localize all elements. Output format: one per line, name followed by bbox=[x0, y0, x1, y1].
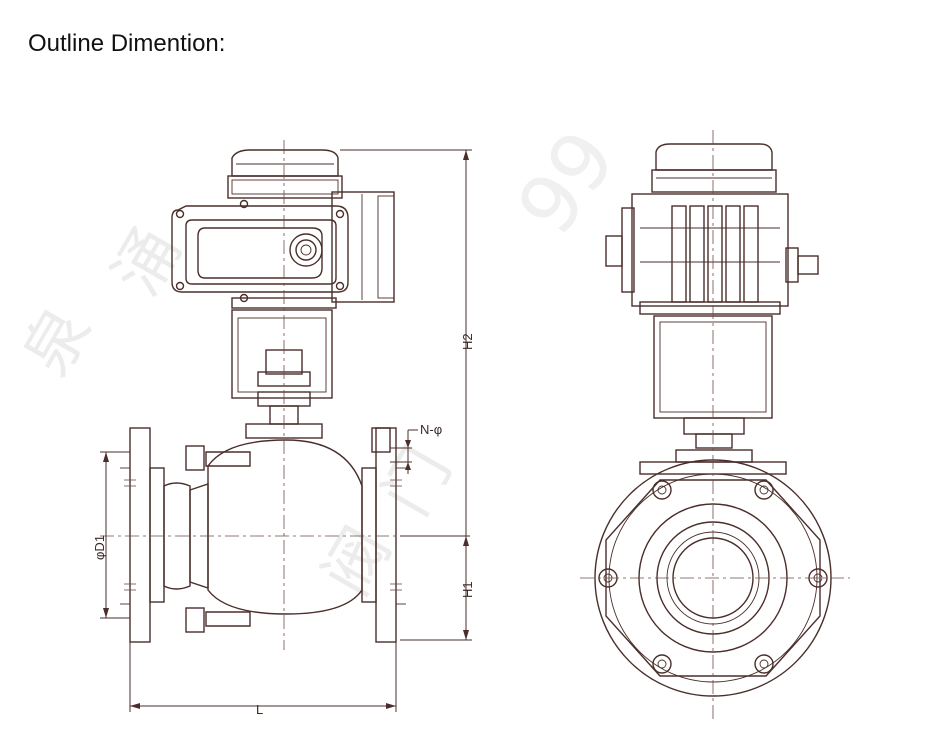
label-h1: H1 bbox=[460, 581, 475, 598]
front-view: H2 H1 L φD1 bbox=[92, 140, 475, 717]
side-actuator-body bbox=[605, 193, 819, 315]
label-bolt-holes: N-φ bbox=[420, 422, 442, 437]
label-l: L bbox=[256, 702, 263, 717]
bracket bbox=[231, 309, 333, 439]
bolt-holes bbox=[598, 480, 828, 674]
dimension-d1: φD1 bbox=[92, 451, 130, 619]
dimension-h2: H2 bbox=[340, 149, 475, 640]
watermark-char-4: 门 bbox=[370, 436, 466, 528]
actuator-cap bbox=[227, 149, 343, 199]
actuator-body bbox=[171, 191, 395, 309]
valve-body bbox=[120, 427, 406, 643]
watermark-char-2: 涌 bbox=[100, 216, 196, 308]
dimension-bolt-holes: N-φ bbox=[390, 422, 442, 474]
dimension-h1: H1 bbox=[400, 535, 475, 641]
label-h2: H2 bbox=[460, 333, 475, 350]
label-d1: φD1 bbox=[92, 535, 107, 560]
center-lines-front bbox=[100, 140, 420, 650]
page-title: Outline Dimention: bbox=[28, 30, 226, 57]
dimension-l: L bbox=[129, 642, 397, 717]
side-view bbox=[580, 130, 850, 720]
side-actuator-cap bbox=[651, 143, 777, 193]
watermark-char-1: 泉 bbox=[10, 296, 106, 388]
watermark: 泉 涌 阀 门 99 bbox=[10, 114, 634, 608]
watermark-digits: 99 bbox=[499, 114, 634, 251]
center-lines-side bbox=[580, 130, 850, 720]
